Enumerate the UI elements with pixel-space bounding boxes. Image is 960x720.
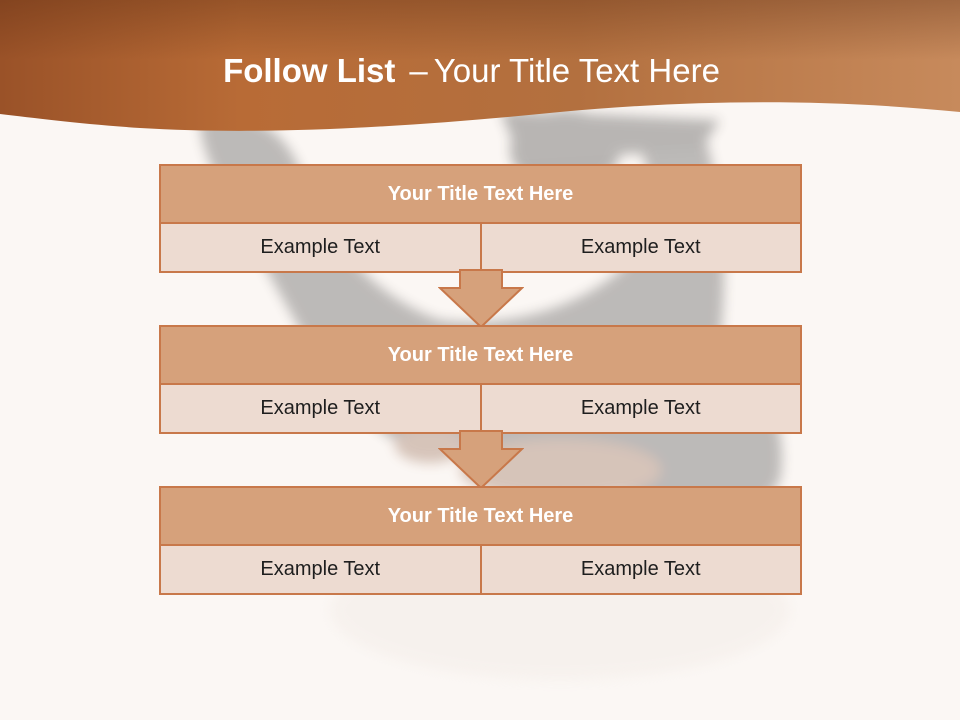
down-arrow-icon: [438, 430, 524, 490]
block-cell-right: Example Text: [479, 224, 801, 271]
slide-title-separator: –: [409, 52, 428, 89]
block-cell-right: Example Text: [479, 385, 801, 432]
list-block-2: Your Title Text Here Example Text Exampl…: [159, 325, 802, 434]
block-title: Your Title Text Here: [161, 327, 800, 385]
block-row: Example Text Example Text: [161, 546, 800, 593]
header-band: [0, 0, 960, 131]
list-block-1: Your Title Text Here Example Text Exampl…: [159, 164, 802, 273]
slide-title-rest: Your Title Text Here: [433, 52, 720, 89]
block-row: Example Text Example Text: [161, 385, 800, 432]
block-cell-left: Example Text: [260, 236, 381, 258]
block-cell-right: Example Text: [479, 546, 801, 593]
down-arrow-icon: [438, 269, 524, 329]
block-cell-left: Example Text: [260, 558, 381, 580]
block-title: Your Title Text Here: [161, 166, 800, 224]
list-block-3: Your Title Text Here Example Text Exampl…: [159, 486, 802, 595]
block-cell-left: Example Text: [260, 397, 381, 419]
block-title: Your Title Text Here: [161, 488, 800, 546]
slide-title-bold: Follow List: [223, 52, 396, 89]
slide-title: Follow List–Your Title Text Here: [0, 52, 943, 90]
block-row: Example Text Example Text: [161, 224, 800, 271]
